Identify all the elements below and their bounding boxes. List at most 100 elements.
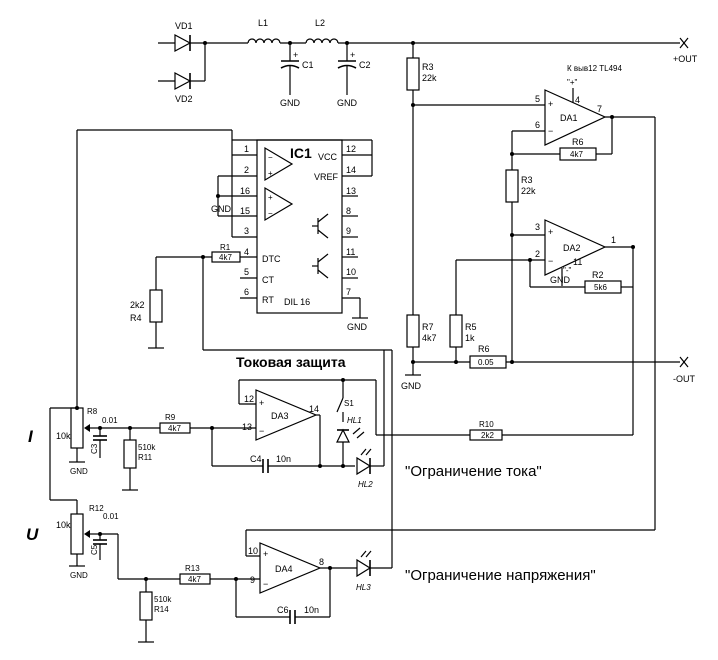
r12-name: R12 xyxy=(89,504,104,513)
ic1-pin-8: 8 xyxy=(346,206,351,216)
r7-gnd-label: GND xyxy=(401,381,422,391)
svg-text:−: − xyxy=(259,426,264,436)
da2-pin-1: 1 xyxy=(611,235,616,245)
r6-shunt-value: 0.05 xyxy=(478,358,494,367)
r12-value: 10k xyxy=(56,520,71,530)
r14-resistor xyxy=(139,591,153,621)
r5-value: 1k xyxy=(465,333,475,343)
c2-gnd-label: GND xyxy=(337,98,358,108)
r10-value: 2k2 xyxy=(481,431,494,440)
c5-value: 0.01 xyxy=(103,512,119,521)
r4-name: R4 xyxy=(130,313,142,323)
r3-mid-name: R3 xyxy=(521,175,533,185)
r13-value: 4k7 xyxy=(188,575,201,584)
r14-name: R14 xyxy=(154,605,169,614)
ic1-pin-1: 1 xyxy=(244,144,249,154)
r9-name: R9 xyxy=(165,413,176,422)
ic1-package-label: DIL 16 xyxy=(284,297,310,307)
r12-potentiometer xyxy=(70,513,84,555)
l1-label: L1 xyxy=(258,18,268,28)
da4-pin-10: 10 xyxy=(248,546,258,556)
r6-shunt-name: R6 xyxy=(478,344,490,354)
tl494-note: К выв12 TL494 xyxy=(567,64,622,73)
da1-opamp-icon xyxy=(544,89,607,146)
c1-gnd-label: GND xyxy=(280,98,301,108)
current-protection-title: Токовая защита xyxy=(236,354,346,370)
c4-value: 10n xyxy=(276,454,291,464)
ic1-pin-6: 6 xyxy=(244,287,249,297)
da4-section: R12 10k U GND 0.01 C5 R13 4k7 510k R14 D… xyxy=(26,406,655,643)
r1-name: R1 xyxy=(220,243,231,252)
da1-pin-7: 7 xyxy=(597,104,602,114)
svg-text:−: − xyxy=(548,126,553,136)
r1-value: 4k7 xyxy=(219,253,232,262)
plus-out-label: +OUT xyxy=(673,54,698,64)
svg-text:−: − xyxy=(268,153,273,162)
hl1-label: HL1 xyxy=(347,416,362,425)
r3-top-value: 22k xyxy=(422,73,437,83)
c3-name: C3 xyxy=(90,443,99,454)
da4-opamp-icon xyxy=(259,542,322,594)
r6-feedback-name: R6 xyxy=(572,137,584,147)
ic1-transistor2-icon xyxy=(312,253,329,279)
ic1-pin-16: 16 xyxy=(240,186,250,196)
hl2-label: HL2 xyxy=(358,480,373,489)
ic1-vcc-label: VCC xyxy=(318,152,338,162)
ic1-pin-4: 4 xyxy=(244,247,249,257)
s1-label: S1 xyxy=(344,399,354,408)
ic1-pin-14: 14 xyxy=(346,165,356,175)
r10-name: R10 xyxy=(479,420,494,429)
c5-name: C5 xyxy=(90,544,99,555)
current-limit-caption: "Ограничение тока" xyxy=(405,463,542,480)
r8-potentiometer xyxy=(70,407,84,449)
r8-name: R8 xyxy=(87,407,98,416)
r6-feedback-value: 4k7 xyxy=(570,150,583,159)
da3-label: DA3 xyxy=(271,411,289,421)
hl2-led-icon xyxy=(356,456,372,476)
hl1-led-icon xyxy=(336,428,350,443)
ic1-vref-label: VREF xyxy=(314,172,339,182)
plus-sign-note: "+" xyxy=(567,78,578,87)
r2-name: R2 xyxy=(592,270,604,280)
svg-text:"-": "-" xyxy=(563,266,572,275)
da1-pin-6: 6 xyxy=(535,120,540,130)
vd2-diode-icon xyxy=(174,72,192,90)
r7-name: R7 xyxy=(422,322,434,332)
voltage-limit-caption: "Ограничение напряжения" xyxy=(405,567,596,584)
ic1-pin-9: 9 xyxy=(346,226,351,236)
r11-name: R11 xyxy=(138,453,153,462)
da3-opamp-icon xyxy=(255,389,318,441)
c1-label: C1 xyxy=(302,60,314,70)
da4-pin-8: 8 xyxy=(319,557,324,567)
c6-value: 10n xyxy=(304,605,319,615)
svg-text:+: + xyxy=(548,99,553,109)
da2-pin-2: 2 xyxy=(535,249,540,259)
da2-gnd-label: GND xyxy=(550,275,571,285)
ic1-pin-15: 15 xyxy=(240,206,250,216)
r12-gnd-label: GND xyxy=(70,571,88,580)
c6-name: C6 xyxy=(277,605,289,615)
minus-out-label: -OUT xyxy=(673,374,695,384)
r13-name: R13 xyxy=(185,564,200,573)
ic1-ct-label: CT xyxy=(262,275,274,285)
da3-pin-12: 12 xyxy=(244,394,254,404)
ic1-transistor1-icon xyxy=(312,213,329,239)
da3-section: Токовая защита R8 10k I GND 0.01 C3 R9 4… xyxy=(28,350,633,491)
ic1-dtc-label: DTC xyxy=(262,254,281,264)
da2-label: DA2 xyxy=(563,243,581,253)
l2-label: L2 xyxy=(315,18,325,28)
r3-mid-value: 22k xyxy=(521,186,536,196)
da1-label: DA1 xyxy=(560,113,578,123)
da1-pin-5: 5 xyxy=(535,94,540,104)
svg-text:−: − xyxy=(268,209,273,218)
ic1-pin-12: 12 xyxy=(346,144,356,154)
da4-pin-9: 9 xyxy=(250,575,255,585)
vd1-diode-icon xyxy=(174,34,192,52)
r14-value: 510k xyxy=(154,595,172,604)
da2-opamp-icon xyxy=(544,219,607,276)
svg-text:+: + xyxy=(350,50,355,60)
r11-resistor xyxy=(123,439,137,469)
r3-top-name: R3 xyxy=(422,62,434,72)
r4-value: 2k2 xyxy=(130,300,145,310)
r9-value: 4k7 xyxy=(168,424,181,433)
